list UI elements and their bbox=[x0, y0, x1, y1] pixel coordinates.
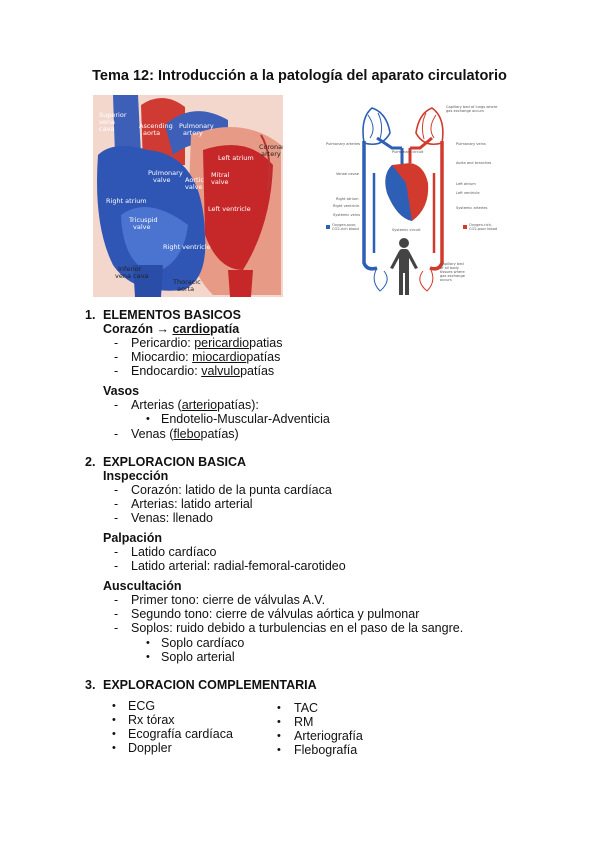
dash-marker: - bbox=[114, 336, 119, 350]
list-item-endocardio: Endocardio: valvulopatías bbox=[131, 364, 275, 378]
bullet-marker: • bbox=[112, 742, 116, 754]
section-3-heading: 3.EXPLORACION COMPLEMENTARIA bbox=[85, 678, 317, 692]
svg-text:Coronary artery: Coronary artery bbox=[259, 143, 283, 158]
list-item: Latido arterial: radial-femoral-carotide… bbox=[131, 559, 346, 573]
bullet-marker: • bbox=[277, 702, 281, 714]
svg-text:Left atrium: Left atrium bbox=[218, 154, 254, 162]
bullet-marker: • bbox=[112, 728, 116, 740]
bullet-marker: • bbox=[277, 744, 281, 756]
svg-text:Capillary bed of all body: Capillary bed of all body tissues where … bbox=[440, 262, 466, 282]
svg-text:Left atrium: Left atrium bbox=[456, 182, 476, 186]
list-item: Corazón: latido de la punta cardíaca bbox=[131, 483, 332, 497]
bullet-marker: • bbox=[112, 700, 116, 712]
list-item-miocardio: Miocardio: miocardiopatías bbox=[131, 350, 281, 364]
superior-vena-cava-shape bbox=[113, 95, 141, 155]
list-item: Arterias: latido arterial bbox=[131, 497, 253, 511]
vasos-heading: Vasos bbox=[103, 384, 140, 398]
bullet-marker: • bbox=[277, 730, 281, 742]
svg-text:Ascending aorta: Ascending aorta bbox=[139, 122, 175, 137]
list-item: Rx tórax bbox=[128, 713, 175, 727]
dash-marker: - bbox=[114, 593, 119, 607]
dash-marker: - bbox=[114, 427, 119, 441]
heart-anatomy-illustration: Superior vena cava Ascending aorta Pulmo… bbox=[93, 95, 283, 297]
dash-marker: - bbox=[114, 398, 119, 412]
svg-text:Aorta and branches: Aorta and branches bbox=[456, 161, 491, 165]
svg-text:Pulmonary artery: Pulmonary artery bbox=[179, 122, 216, 137]
dash-marker: - bbox=[114, 607, 119, 621]
list-item: Segundo tono: cierre de válvulas aórtica… bbox=[131, 607, 420, 621]
svg-text:Systemic veins: Systemic veins bbox=[333, 213, 360, 217]
section-2-heading: 2.EXPLORACION BASICA bbox=[85, 455, 247, 469]
svg-text:Right atrium: Right atrium bbox=[106, 197, 147, 205]
svg-text:Pulmonary arteries: Pulmonary arteries bbox=[326, 142, 360, 146]
coronary-artery-shape bbox=[260, 134, 271, 191]
bullet-marker: • bbox=[277, 716, 281, 728]
svg-text:Right ventricle: Right ventricle bbox=[163, 243, 211, 251]
list-item: RM bbox=[294, 715, 314, 729]
svg-text:Thoracic aorta: Thoracic aorta bbox=[172, 278, 203, 293]
list-item: Doppler bbox=[128, 741, 172, 755]
legend-swatch-oxygen-rich bbox=[463, 225, 467, 229]
palpacion-heading: Palpación bbox=[103, 531, 163, 545]
svg-text:Pulmonary circuit: Pulmonary circuit bbox=[392, 150, 424, 154]
svg-text:Tricuspid valve: Tricuspid valve bbox=[128, 216, 160, 231]
inspeccion-heading: Inspección bbox=[103, 469, 169, 483]
list-item-endotelio: Endotelio-Muscular-Adventicia bbox=[161, 412, 330, 426]
inferior-vena-cava-shape bbox=[133, 265, 163, 297]
svg-text:Left ventricle: Left ventricle bbox=[456, 191, 480, 195]
human-figure bbox=[390, 238, 418, 295]
svg-text:Mitral valve: Mitral valve bbox=[211, 171, 232, 186]
list-item: TAC bbox=[294, 701, 319, 715]
body-capillaries bbox=[373, 267, 434, 292]
dash-marker: - bbox=[114, 364, 119, 378]
svg-text:Pulmonary valve: Pulmonary valve bbox=[148, 169, 185, 184]
svg-text:Left ventricle: Left ventricle bbox=[208, 205, 251, 213]
legend-swatch-oxygen-poor bbox=[326, 225, 330, 229]
svg-text:Systemic circuit: Systemic circuit bbox=[392, 228, 421, 232]
dash-marker: - bbox=[114, 559, 119, 573]
list-item-soplo-arterial: Soplo arterial bbox=[161, 650, 235, 664]
bullet-marker: • bbox=[146, 413, 150, 425]
section-1-heading: 1.ELEMENTOS BASICOS bbox=[85, 308, 241, 322]
list-item: Venas: llenado bbox=[131, 511, 214, 525]
svg-text:Systemic arteries: Systemic arteries bbox=[456, 206, 488, 210]
auscultacion-heading: Auscultación bbox=[103, 579, 182, 593]
svg-text:Oxygen-poor,CO2-rich blood: Oxygen-poor,CO2-rich blood bbox=[332, 223, 359, 231]
dash-marker: - bbox=[114, 545, 119, 559]
list-item-arterias: Arterias (arteriopatías): bbox=[131, 398, 259, 412]
list-item: Flebografía bbox=[294, 743, 358, 757]
dash-marker: - bbox=[114, 511, 119, 525]
bullet-marker: • bbox=[146, 637, 150, 649]
list-item: Latido cardíaco bbox=[131, 545, 217, 559]
svg-text:Oxygen-rich,CO2-poor blood: Oxygen-rich,CO2-poor blood bbox=[469, 223, 497, 231]
label-superior-vena-cava: Superior vena cava bbox=[99, 111, 129, 133]
svg-text:Venae cavae: Venae cavae bbox=[336, 172, 360, 176]
svg-text:Right atrium: Right atrium bbox=[336, 197, 359, 201]
list-item-pericardio: Pericardio: pericardiopatias bbox=[131, 336, 283, 350]
bullet-marker: • bbox=[112, 714, 116, 726]
list-item: Ecografía cardíaca bbox=[128, 727, 233, 741]
svg-text:Aortic valve: Aortic valve bbox=[185, 176, 206, 191]
dash-marker: - bbox=[114, 483, 119, 497]
list-item-soplo-cardiaco: Soplo cardíaco bbox=[161, 636, 245, 650]
page-title: Tema 12: Introducción a la patología del… bbox=[92, 68, 507, 84]
list-item-venas: Venas (flebopatías) bbox=[131, 427, 239, 441]
svg-text:Inferior vena cava: Inferior vena cava bbox=[115, 265, 148, 280]
dash-marker: - bbox=[114, 497, 119, 511]
list-item: Primer tono: cierre de válvulas A.V. bbox=[131, 593, 326, 607]
left-ventricle-shape bbox=[203, 145, 273, 270]
dash-marker: - bbox=[114, 350, 119, 364]
thoracic-aorta-shape bbox=[228, 270, 253, 297]
list-item: ECG bbox=[128, 699, 156, 713]
list-item: Soplos: ruido debido a turbulencias en e… bbox=[131, 621, 464, 635]
bullet-marker: • bbox=[146, 651, 150, 663]
corazon-heading: Corazón → cardiopatía bbox=[103, 322, 240, 336]
svg-text:Right ventricle: Right ventricle bbox=[333, 204, 360, 208]
dash-marker: - bbox=[114, 621, 119, 635]
list-item: Arteriografía bbox=[294, 729, 363, 743]
svg-text:Pulmonary veins: Pulmonary veins bbox=[456, 142, 486, 146]
